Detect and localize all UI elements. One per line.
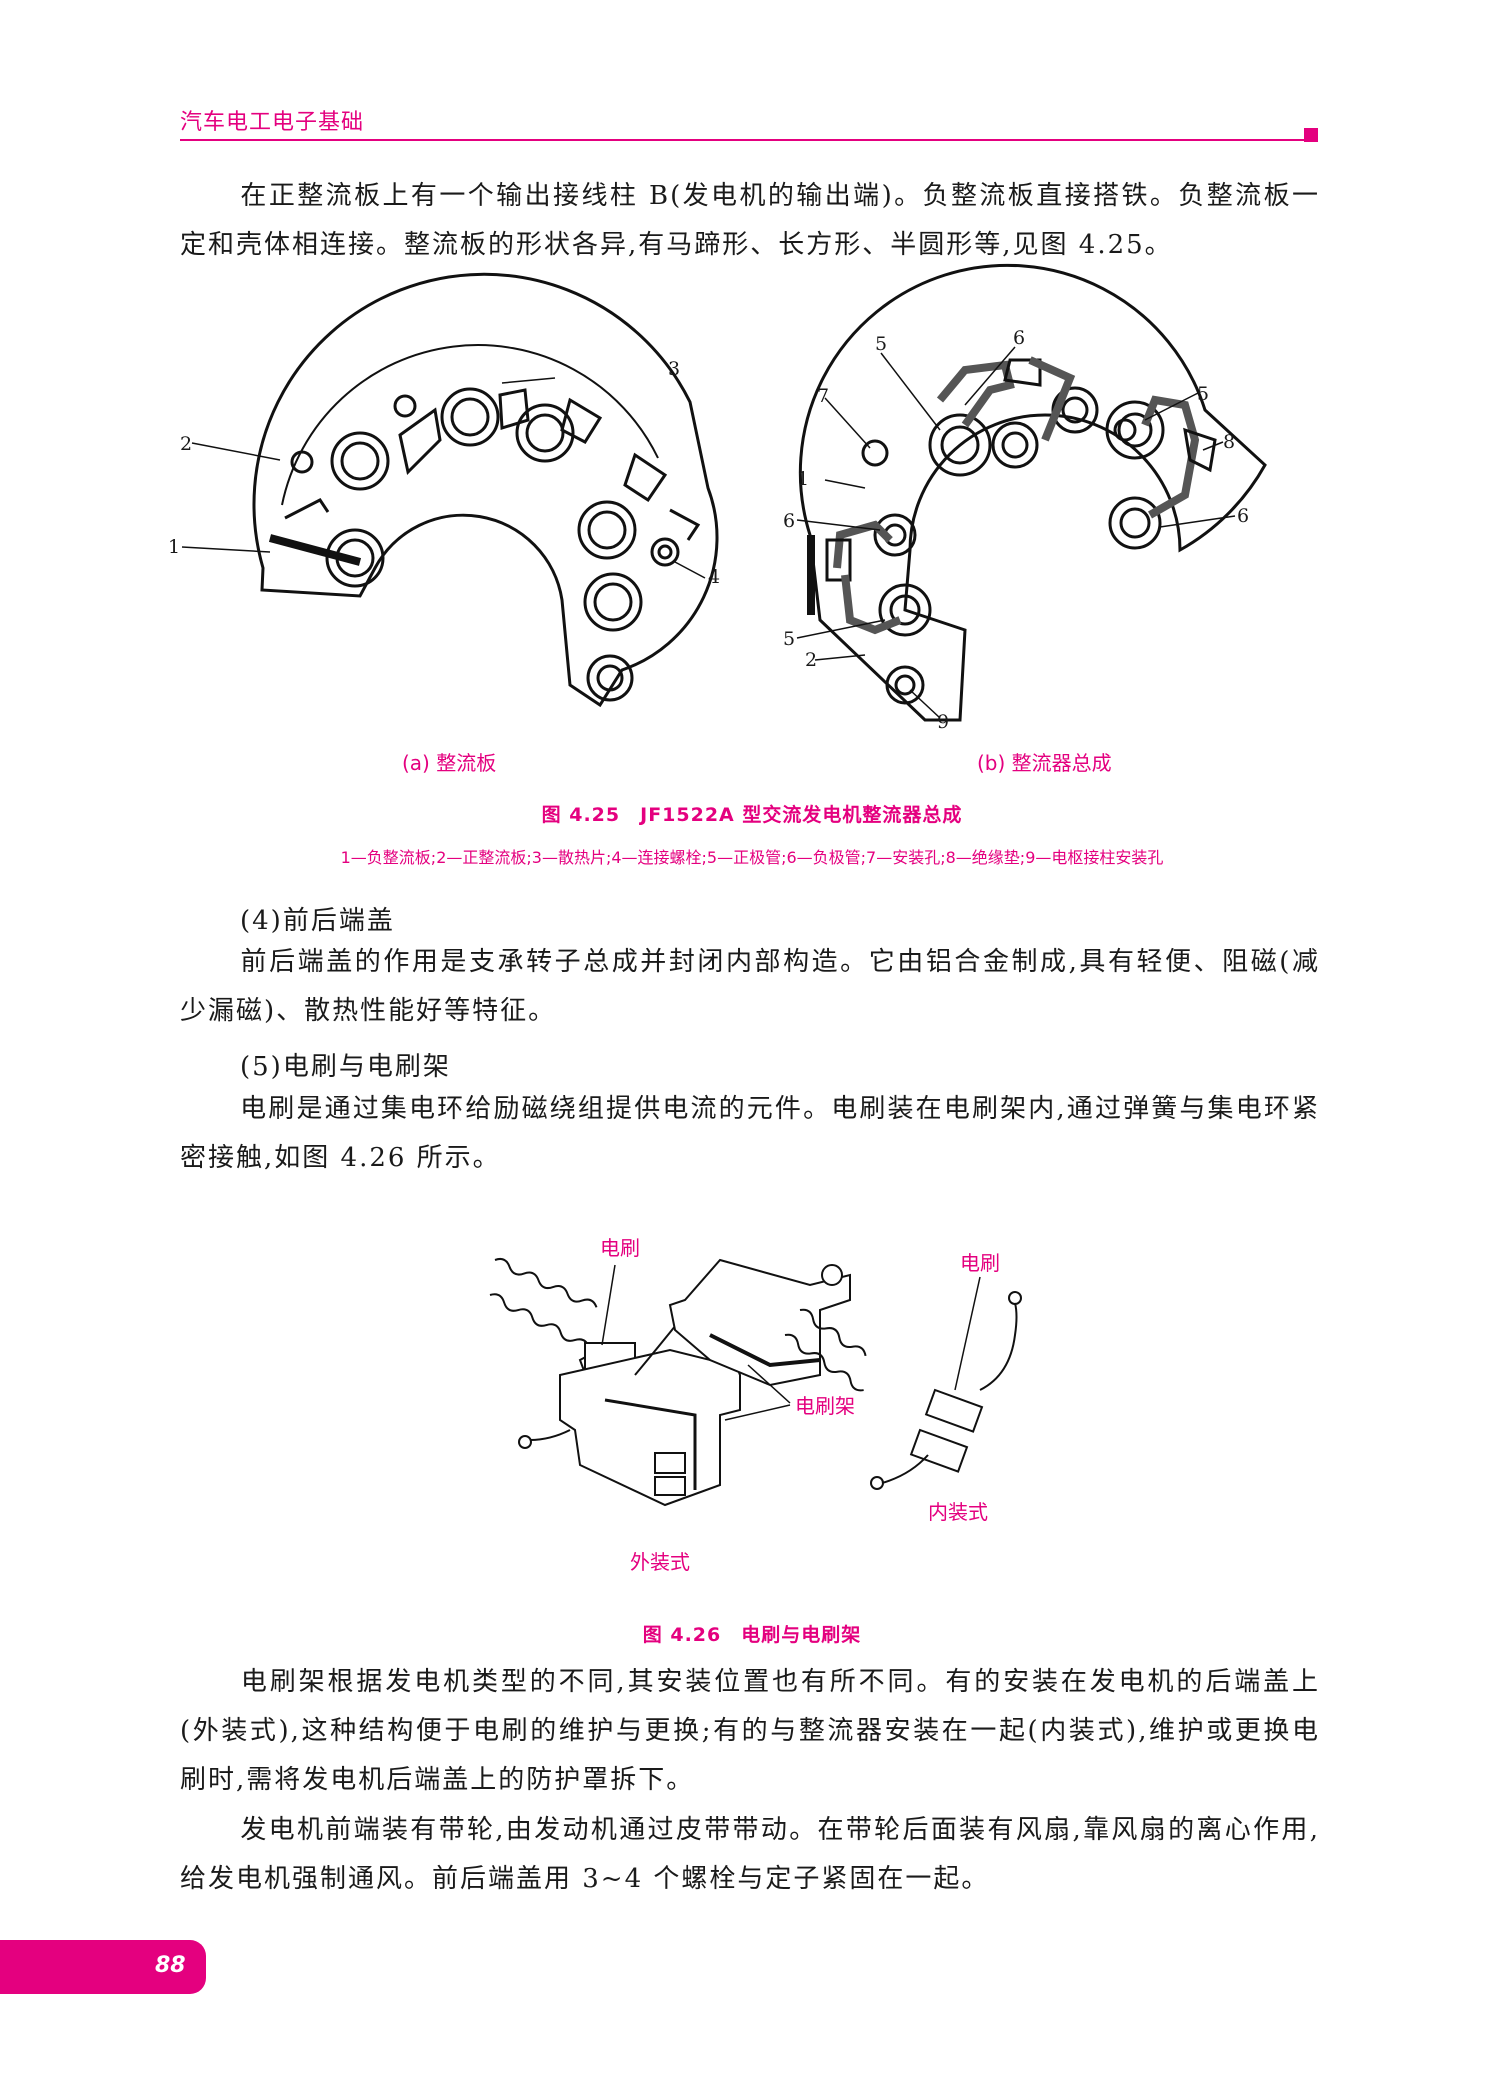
fig426-label-internal: 内装式 <box>928 1500 988 1524</box>
fig425b-label-8: 8 <box>1223 431 1235 453</box>
fig425b-label-5-right: 5 <box>1197 383 1209 405</box>
running-header: 汽车电工电子基础 <box>180 110 365 135</box>
fig425b-label-7: 7 <box>817 385 829 407</box>
paragraph-5-text: 发电机前端装有带轮,由发动机通过皮带带动。在带轮后面装有风扇,靠风扇的离心作用,… <box>180 1815 1320 1894</box>
fig426-label-holder: 电刷架 <box>795 1394 855 1418</box>
header-square-mark <box>1304 128 1318 142</box>
fig425-caption-b: (b) 整流器总成 <box>977 751 1112 775</box>
figure-4-25-legend: 1—负整流板;2—正整流板;3—散热片;4—连接螺栓;5—正极管;6—负极管;7… <box>340 848 1164 867</box>
page-number: 88 <box>155 1953 186 1978</box>
paragraph-4: 电刷架根据发电机类型的不同,其安装位置也有所不同。有的安装在发电机的后端盖上(外… <box>180 1658 1320 1805</box>
paragraph-1: 在正整流板上有一个输出接线柱 B(发电机的输出端)。负整流板直接搭铁。负整流板一… <box>180 172 1320 270</box>
figure-4-25a-rectifier-plate: 2 1 3 4 <box>168 272 720 708</box>
page-number-tab <box>0 1940 206 1994</box>
figure-4-25-title: 图 4.25 JF1522A 型交流发电机整流器总成 <box>541 804 963 826</box>
fig426-label-brush-left: 电刷 <box>600 1236 640 1260</box>
fig425-caption-a: (a) 整流板 <box>402 751 497 775</box>
fig425a-label-4: 4 <box>708 566 720 588</box>
paragraph-5: 发电机前端装有带轮,由发动机通过皮带带动。在带轮后面装有风扇,靠风扇的离心作用,… <box>180 1806 1320 1904</box>
fig425b-label-2: 2 <box>805 649 817 671</box>
fig425b-label-1: 1 <box>797 468 809 490</box>
fig425b-label-6-right: 6 <box>1237 505 1249 527</box>
subheading-brush: (5)电刷与电刷架 <box>240 1052 451 1082</box>
paragraph-2: 前后端盖的作用是支承转子总成并封闭内部构造。它由铝合金制成,具有轻便、阻磁(减少… <box>180 938 1320 1036</box>
fig425a-label-1: 1 <box>168 536 180 558</box>
subheading-end-caps: (4)前后端盖 <box>240 906 395 936</box>
paragraph-3: 电刷是通过集电环给励磁绕组提供电流的元件。电刷装在电刷架内,通过弹簧与集电环紧密… <box>180 1085 1320 1183</box>
paragraph-3-text: 电刷是通过集电环给励磁绕组提供电流的元件。电刷装在电刷架内,通过弹簧与集电环紧密… <box>180 1094 1320 1173</box>
paragraph-1-text: 在正整流板上有一个输出接线柱 B(发电机的输出端)。负整流板直接搭铁。负整流板一… <box>180 181 1320 260</box>
fig425b-label-6-left: 6 <box>783 510 795 532</box>
fig425b-label-6-top: 6 <box>1013 327 1025 349</box>
figure-4-25b-rectifier-assembly: 5 6 7 5 8 1 6 6 5 2 9 <box>783 263 1267 733</box>
paragraph-4-text: 电刷架根据发电机类型的不同,其安装位置也有所不同。有的安装在发电机的后端盖上(外… <box>180 1667 1320 1795</box>
fig426-label-external: 外装式 <box>630 1550 690 1574</box>
fig425b-label-5-top: 5 <box>875 333 887 355</box>
fig425a-label-2: 2 <box>180 433 192 455</box>
fig425b-label-9: 9 <box>937 711 949 733</box>
figure-4-26-brush-and-holder: 电刷 电刷 电刷架 内装式 外装式 <box>489 1236 1022 1574</box>
fig425a-label-3: 3 <box>668 358 680 380</box>
header-rule <box>180 139 1313 141</box>
fig426-label-brush-right: 电刷 <box>960 1251 1000 1275</box>
fig425b-label-5-left: 5 <box>783 628 795 650</box>
figure-4-26-title: 图 4.26 电刷与电刷架 <box>642 1624 862 1646</box>
paragraph-2-text: 前后端盖的作用是支承转子总成并封闭内部构造。它由铝合金制成,具有轻便、阻磁(减少… <box>180 947 1320 1026</box>
